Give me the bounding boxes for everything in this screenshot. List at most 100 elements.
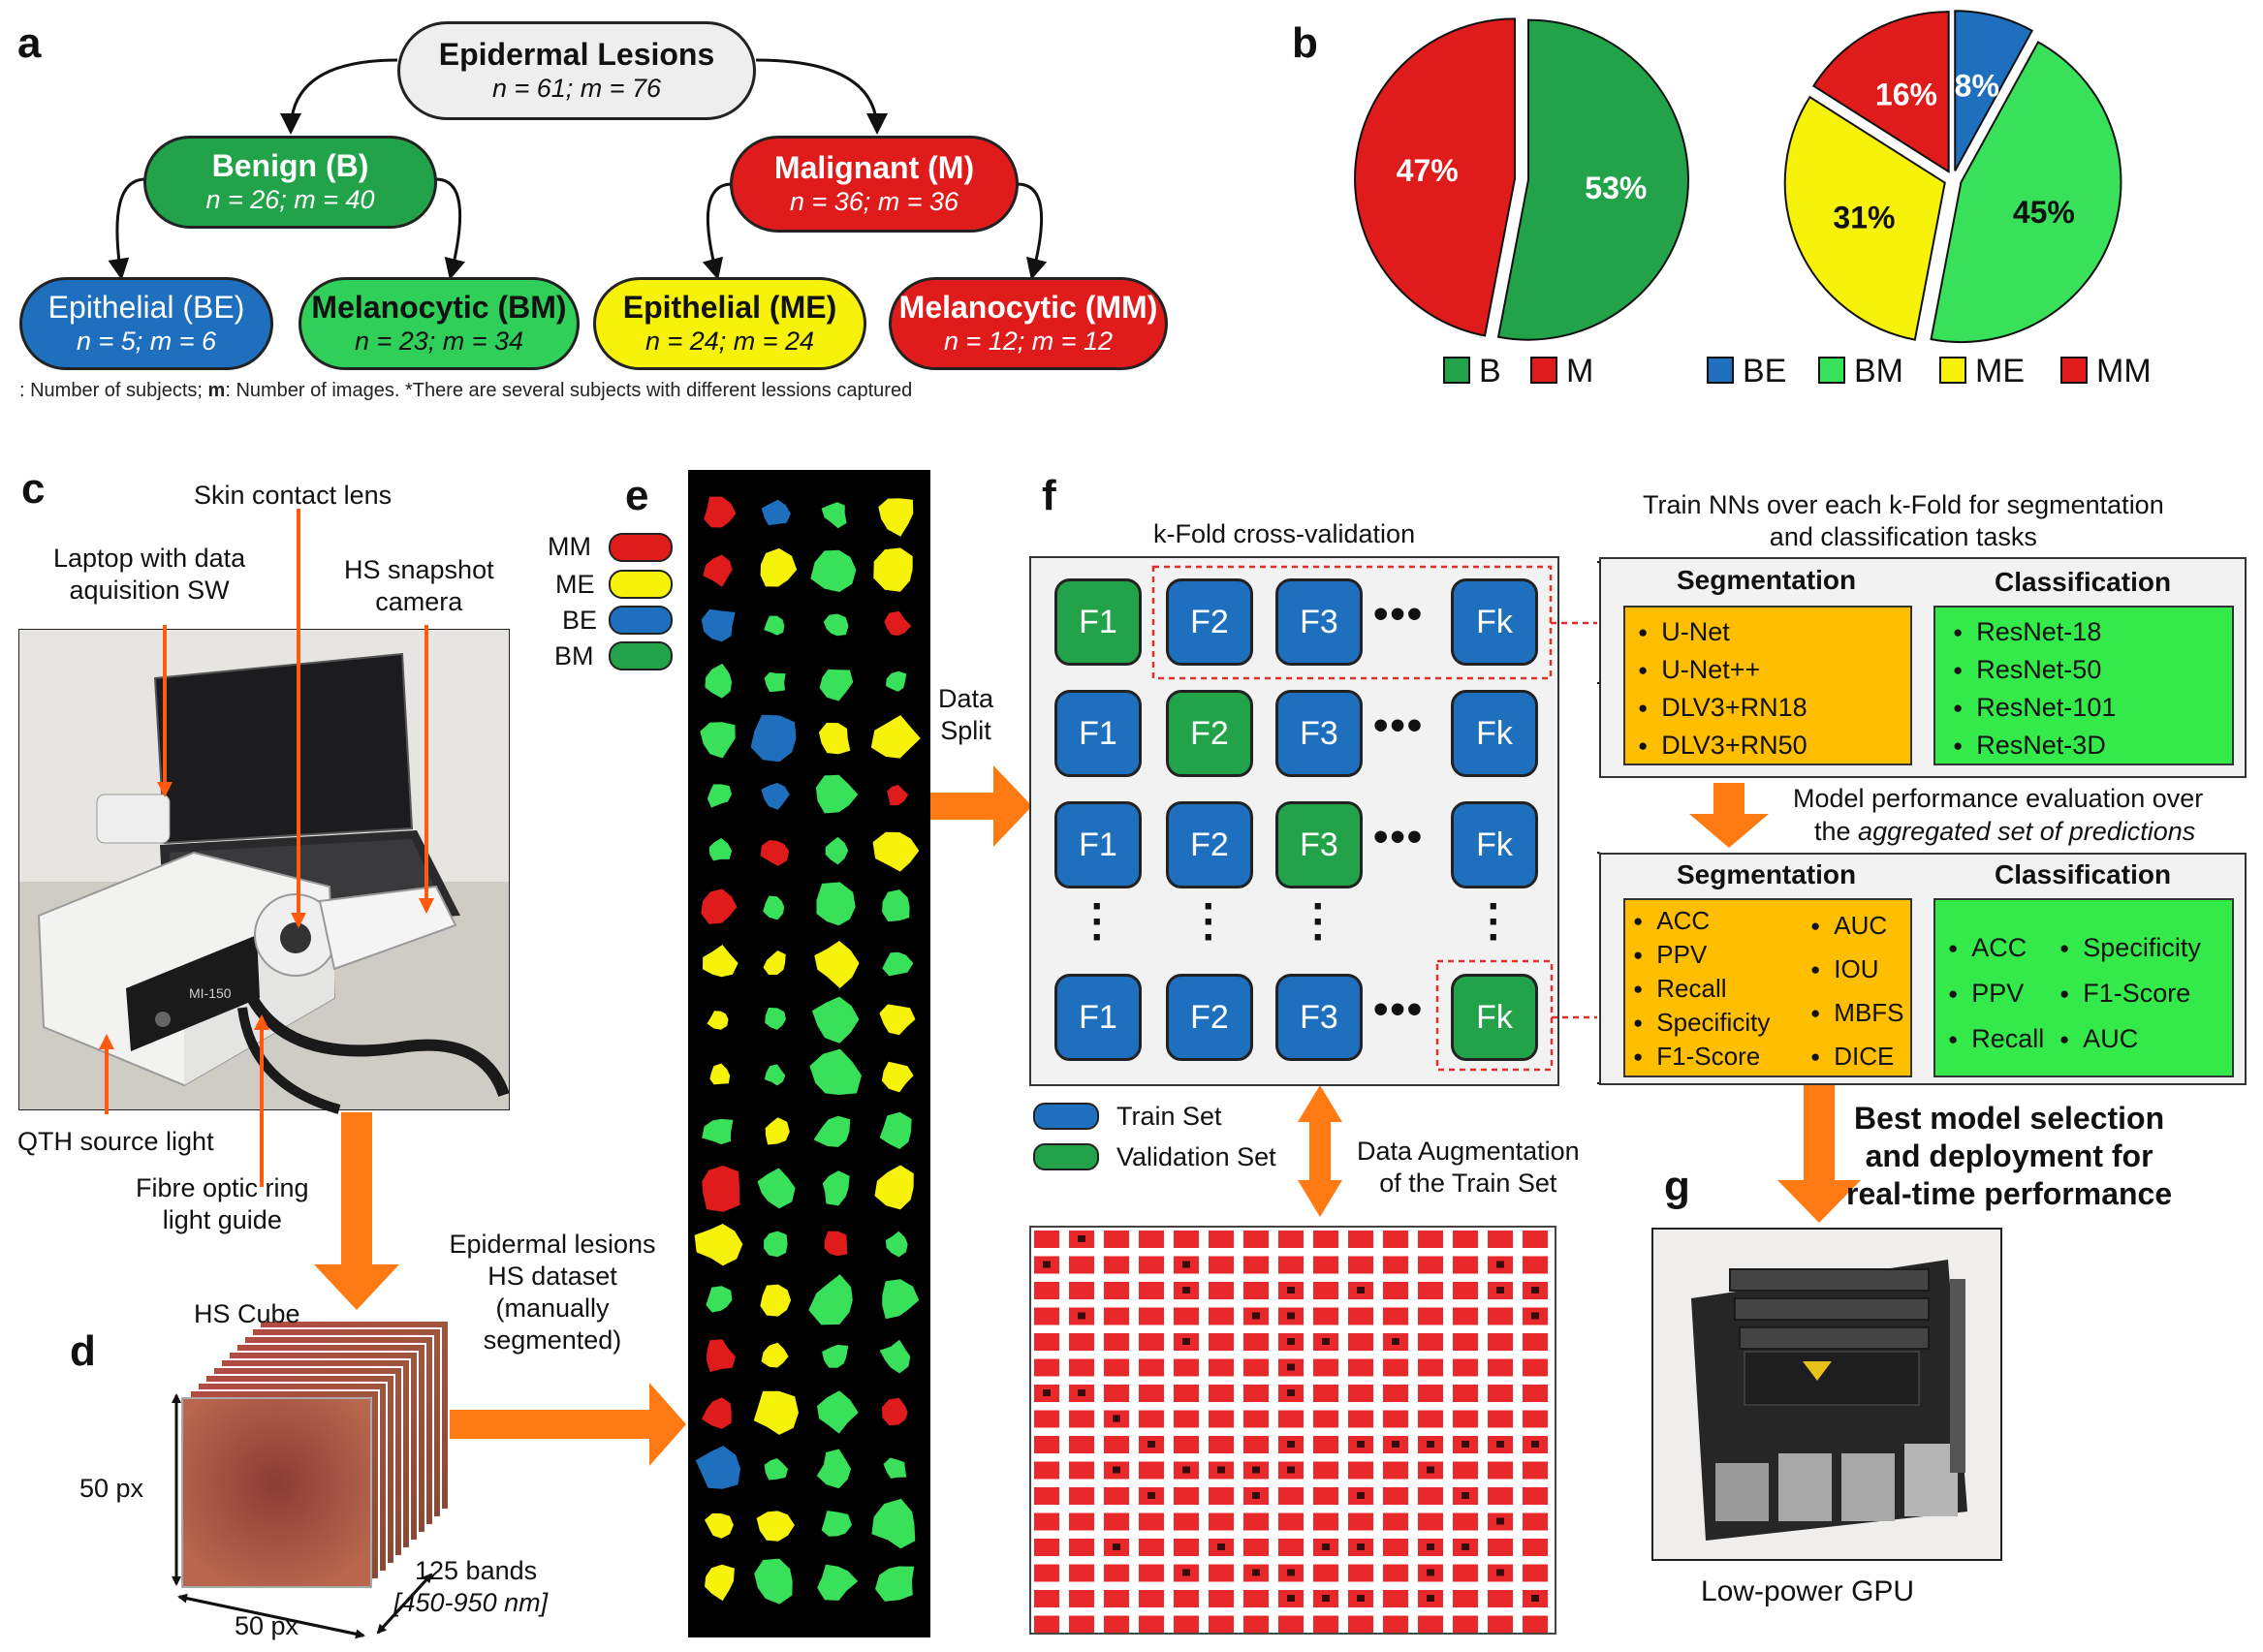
lesion-mask [819,669,854,701]
panel-label-f: f [1042,472,1056,519]
lesion-mask [704,496,737,528]
seg-metric-item: Specificity [1633,1006,1770,1040]
augmentation-patch [1531,1312,1539,1320]
cube-height: 50 px [79,1474,144,1503]
lesion-mask [879,1111,912,1149]
legend-swatch-train [1033,1103,1099,1130]
lesion-mask [703,945,739,978]
data-split-label: Data Split [938,684,994,745]
augmentation-patch [1182,1287,1190,1294]
pie-label-be: 8% [1955,68,1999,103]
cls-metric-item: Recall [1948,1016,2044,1062]
gpu-label: Low-power GPU [1701,1575,1915,1607]
node-title: Melanocytic (MM) [898,290,1158,326]
label-laptop: Laptop with data aquisition SW [53,544,246,605]
lesion-mask [871,1498,916,1549]
lesion-mask [810,549,857,592]
cls-metric-item: AUC [2059,1016,2201,1062]
lesion-mask [885,1231,908,1258]
augmentation-patch [1287,1338,1295,1345]
lesion-mask [872,831,920,872]
augmentation-patch [1427,1569,1434,1576]
fold-vertical-ellipsis: ··· [1202,883,1217,961]
augmentation-dark-patches [1043,1235,1539,1602]
fold-f2: F2 [1166,801,1253,888]
seg-metric-item: F1-Score [1633,1040,1770,1074]
seg-metric-item: ACC [1633,904,1770,938]
augmentation-patch [1287,1569,1295,1576]
lesion-mask [707,1011,729,1030]
augmentation-patch [1531,1441,1539,1448]
node-stats: n = 12; m = 12 [943,327,1114,357]
lesion-mask [817,1564,859,1601]
augmentation-grid [1029,1226,1556,1635]
augmentation-patch [1043,1389,1051,1396]
node-title: Melanocytic (BM) [311,290,567,326]
augmentation-patch [1357,1595,1365,1602]
lesion-mask [817,1390,859,1434]
cls-models-title: Classification [1995,567,2172,597]
label-qth: QTH source light [17,1127,214,1156]
tree-connectors [108,58,1048,280]
lesion-mask [825,836,849,865]
seg-metric-item: AUC [1810,904,1904,948]
lesion-mask [882,1279,920,1320]
fold-vertical-ellipsis: ··· [1090,883,1106,961]
svg-text:MI-150: MI-150 [189,985,232,1001]
seg-metric-item: Recall [1633,972,1770,1006]
lesion-mask [763,951,786,975]
augmentation-patch [1252,1466,1260,1474]
lesion-mask [701,608,736,642]
pie-slice-me [1783,95,1946,341]
seg-metric-item: DICE [1810,1035,1904,1078]
augmentation-patch [1531,1595,1539,1602]
lesion-mask [705,1564,735,1602]
lesion-mask [709,1063,731,1085]
mask-legend-mm: MM [548,532,591,561]
fold-f3: F3 [1275,578,1363,666]
node-stats: n = 61; m = 76 [491,74,662,104]
seg-metric-item: IOU [1810,948,1904,991]
augmentation-patch [1182,1466,1190,1474]
setup-photo: MI-150 [18,629,510,1114]
legend-swatch-be [1707,357,1734,384]
seg-model-item: DLV3+RN18 [1638,689,1807,727]
panel-label-c: c [21,465,46,513]
augmentation-patch [1392,1338,1399,1345]
flow-arrows [314,765,1861,1466]
augmentation-patch [1462,1441,1469,1448]
augmentation-patch [1252,1492,1260,1499]
kfold-title: k-Fold cross-validation [1153,519,1416,548]
lesion-mask [753,1390,799,1435]
lesion-mask [883,1457,907,1479]
lesion-mask [760,547,798,587]
label-camera: HS snapshot camera [344,555,494,616]
lesion-mask [706,1286,733,1313]
lesion-mask-blobs [694,496,921,1605]
cls-metric-item: ACC [1948,925,2044,971]
node-stats: n = 23; m = 34 [354,327,524,357]
augmentation-patch [1357,1287,1365,1294]
lesion-mask [756,1511,795,1542]
setup-arrows [99,509,434,1187]
augmentation-patch [1462,1543,1469,1550]
lesion-mask [754,1558,793,1605]
augmentation-patch [1427,1543,1434,1550]
augmentation-patch [1496,1517,1504,1525]
cls-metric-item: F1-Score [2059,971,2201,1016]
lesion-mask [703,554,733,587]
lesion-mask [887,784,909,806]
augmentation-patch [1427,1441,1434,1448]
augmentation-patch [1078,1312,1085,1320]
panel-label-g: g [1664,1163,1690,1210]
node-malignant: Malignant (M) n = 36; m = 36 [730,136,1019,233]
cls-metric-item: PPV [1948,971,2044,1016]
augmentation-patch [1078,1235,1085,1242]
augmentation-patch [1182,1261,1190,1268]
augmentation-patch [1287,1312,1295,1320]
lesion-mask [873,547,913,592]
augmentation-patch [1357,1543,1365,1550]
